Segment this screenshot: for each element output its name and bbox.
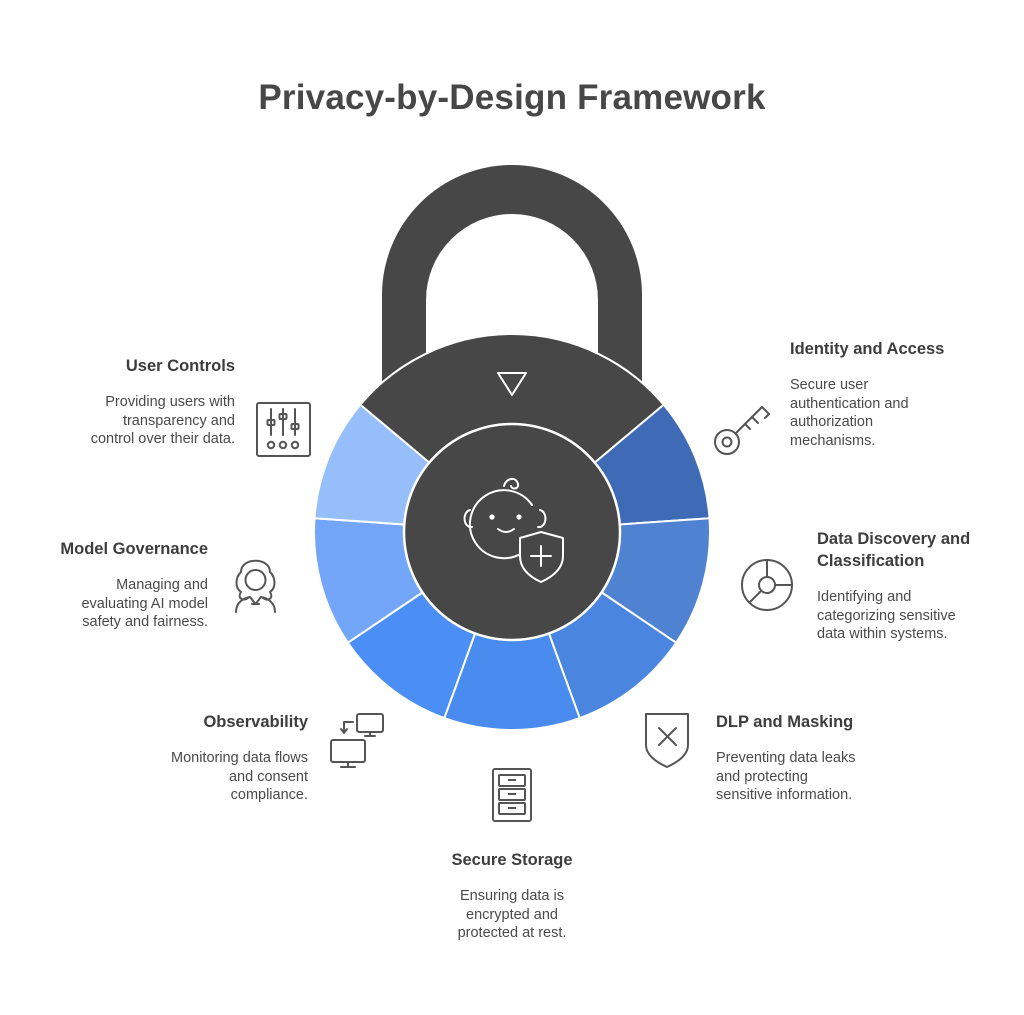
child-face-icon xyxy=(463,478,547,560)
padlock-shackle xyxy=(382,165,642,385)
diagram-title: Privacy-by-Design Framework xyxy=(258,78,766,117)
identity-access-title: Identity and Access xyxy=(790,340,945,358)
model-governance-description: Managing and evaluating AI model safety … xyxy=(81,577,208,630)
sliders-icon xyxy=(256,402,311,457)
file-cabinet-icon xyxy=(492,768,532,822)
secure-storage-description: Ensuring data is encrypted and protected… xyxy=(457,888,567,941)
dlp-masking-block: DLP and Masking Preventing data leaks an… xyxy=(716,711,916,805)
pie-chart-icon xyxy=(741,559,793,611)
judge-icon xyxy=(235,559,276,613)
padlock-center xyxy=(402,422,622,642)
observability-title: Observability xyxy=(203,713,308,731)
user-controls-description: Providing users with transparency and co… xyxy=(90,394,235,447)
observability-description: Monitoring data flows and consent compli… xyxy=(170,750,308,803)
identity-access-description: Secure user authentication and authoriza… xyxy=(790,377,909,449)
key-icon xyxy=(714,406,770,455)
secure-storage-title: Secure Storage xyxy=(451,851,573,869)
identity-access-block: Identity and Access Secure user authenti… xyxy=(790,338,990,450)
data-discovery-description: Identifying and categorizing sensitive d… xyxy=(817,589,956,642)
monitors-sync-icon xyxy=(330,713,384,768)
triangle-down-icon xyxy=(497,372,527,396)
model-governance-block: Model Governance Managing and evaluating… xyxy=(8,538,208,632)
observability-block: Observability Monitoring data flows and … xyxy=(108,711,308,805)
data-discovery-block: Data Discovery and Classification Identi… xyxy=(817,528,1017,644)
dlp-masking-title: DLP and Masking xyxy=(716,713,854,731)
shield-x-icon xyxy=(645,713,689,768)
user-controls-title: User Controls xyxy=(125,357,235,375)
data-discovery-title: Data Discovery and Classification xyxy=(817,530,971,570)
shield-plus-icon xyxy=(519,531,564,583)
user-controls-block: User Controls Providing users with trans… xyxy=(35,355,235,449)
dlp-masking-description: Preventing data leaks and protecting sen… xyxy=(716,750,856,803)
model-governance-title: Model Governance xyxy=(60,540,208,558)
secure-storage-block: Secure Storage Ensuring data is encrypte… xyxy=(412,849,612,943)
